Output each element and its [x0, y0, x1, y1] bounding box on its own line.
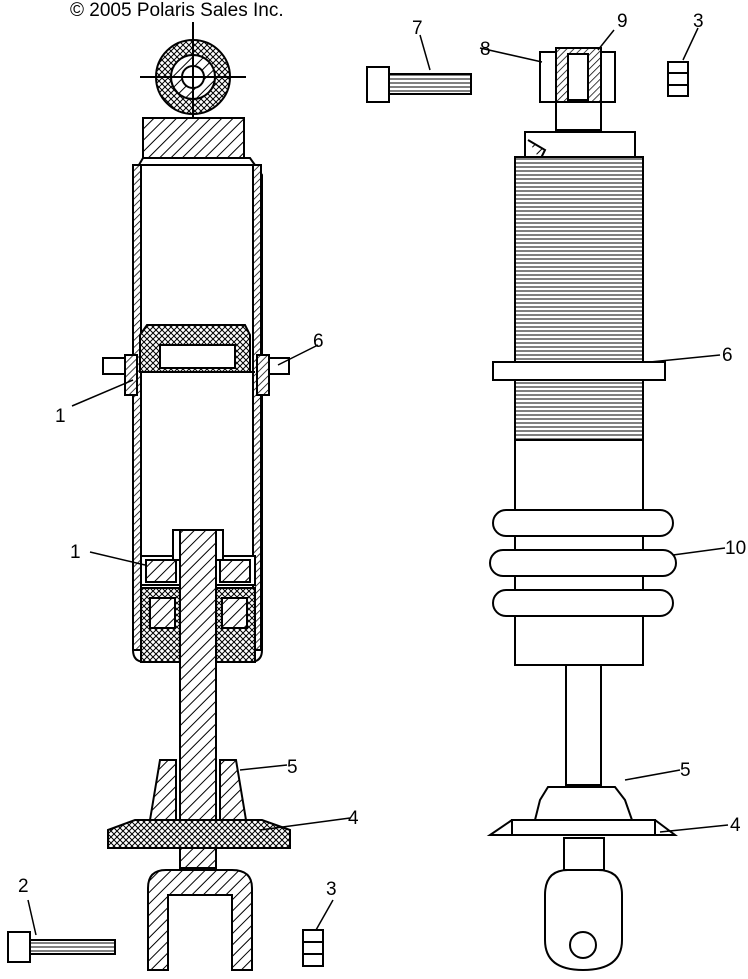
callout-5-left: 5: [287, 757, 298, 778]
copyright-notice: © 2005 Polaris Sales Inc.: [70, 0, 284, 21]
callout-9: 9: [617, 11, 628, 32]
callout-3-bottom: 3: [326, 879, 337, 900]
callout-1-lower: 1: [70, 542, 81, 563]
leader-lines: [27, 27, 729, 936]
callout-6-right: 6: [722, 345, 733, 366]
left-shock-cutaway: [7, 22, 324, 971]
callout-6-left: 6: [313, 331, 324, 352]
callout-8: 8: [480, 39, 491, 60]
bolt-7: [366, 66, 472, 103]
right-shock-exterior: [486, 47, 678, 972]
callout-4-right: 4: [730, 815, 741, 836]
callout-1-upper: 1: [55, 406, 66, 427]
nut-3-top: [667, 61, 689, 97]
callout-4-left: 4: [348, 808, 359, 829]
callout-5-right: 5: [680, 760, 691, 781]
callout-3-top: 3: [693, 11, 704, 32]
callout-7: 7: [412, 18, 423, 39]
callout-2: 2: [18, 876, 29, 897]
callout-10: 10: [725, 538, 746, 559]
